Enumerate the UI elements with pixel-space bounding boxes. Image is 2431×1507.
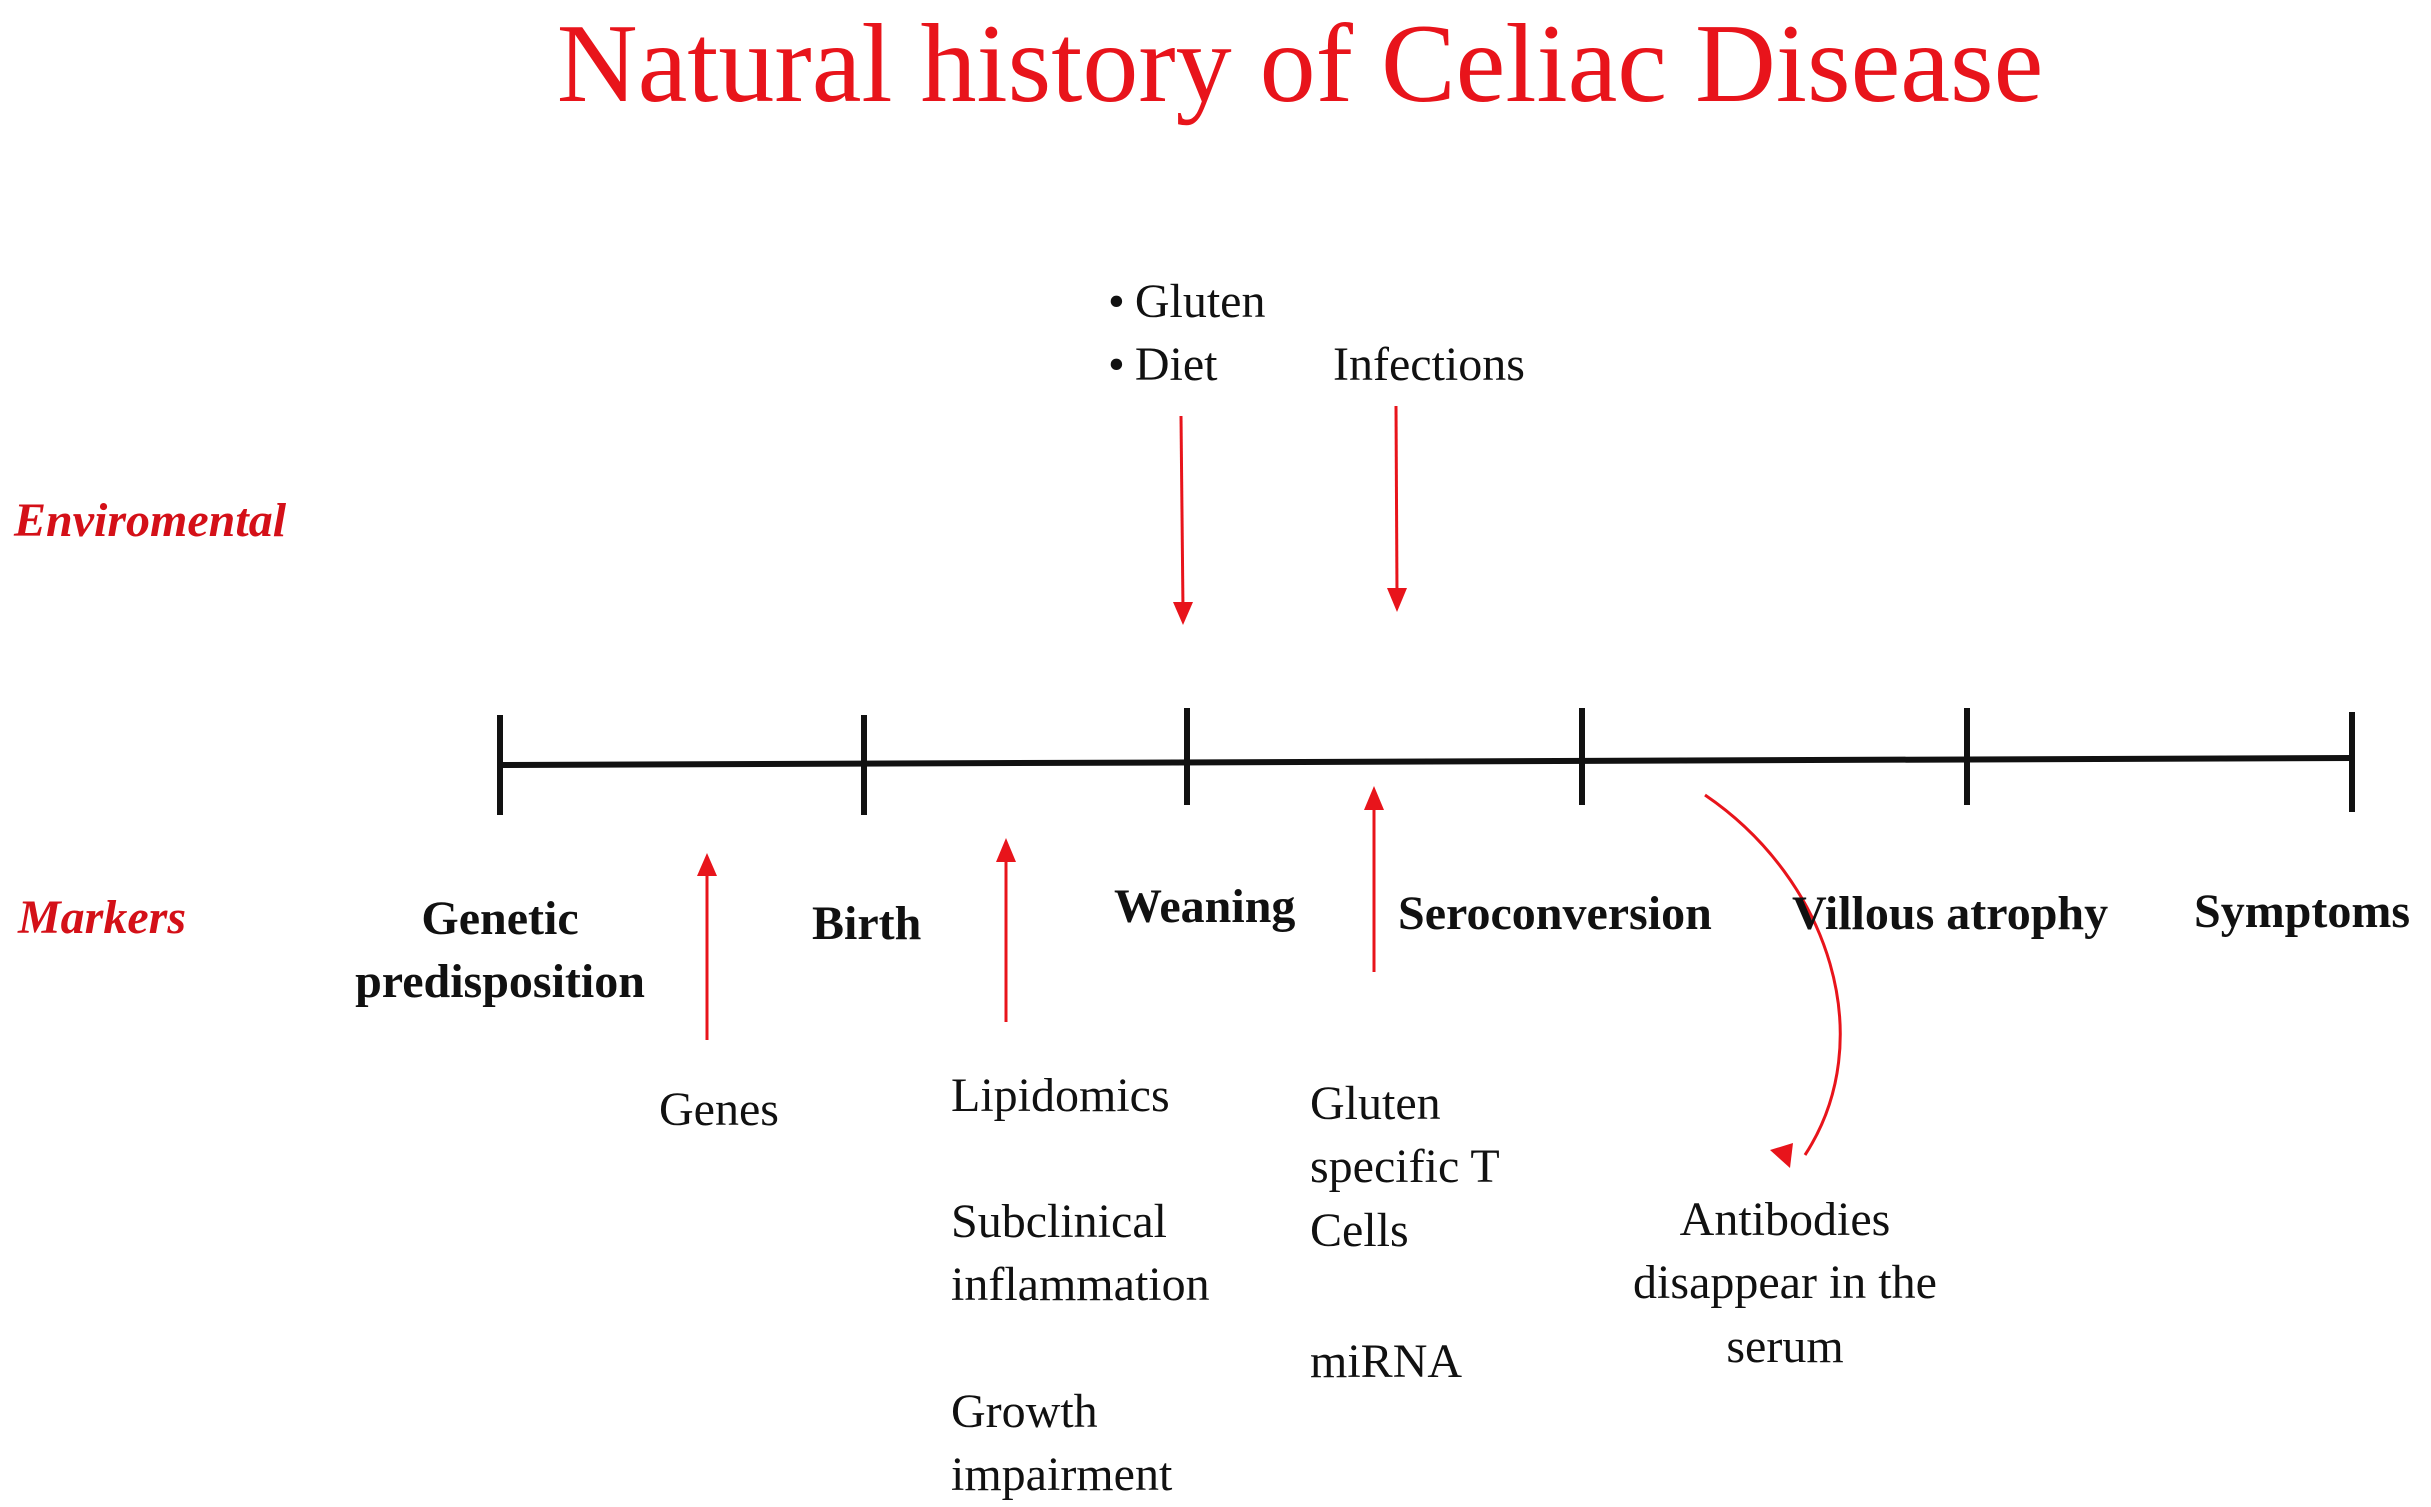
- marker-antibodies-disappear: Antibodies disappear in the serum: [1633, 1193, 1937, 1373]
- marker-genes: Genes: [659, 1083, 779, 1136]
- environmental-infections: Infections: [1333, 338, 1525, 391]
- row-label-markers: Markers: [18, 891, 187, 944]
- marker-mirna: miRNA: [1310, 1335, 1463, 1388]
- stage-seroconversion: Seroconversion: [1398, 887, 1712, 940]
- arrowhead-gluten-diet: [1173, 602, 1193, 625]
- environmental-item-gluten: Gluten: [1108, 270, 1266, 333]
- arrow-antibodies-curve: [1704, 793, 1842, 1156]
- page-title: Natural history of Celiac Disease: [556, 2, 2044, 126]
- arrowhead-antibodies: [1770, 1143, 1793, 1168]
- stage-weaning: Weaning: [1114, 880, 1296, 933]
- arrow-infections: [1394, 405, 1399, 596]
- arrowhead-infections: [1387, 588, 1407, 612]
- marker-subclinical-inflammation: Subclinical inflammation: [951, 1195, 1210, 1312]
- stage-symptoms: Symptoms: [2194, 885, 2411, 938]
- environmental-bullet-list: Gluten Diet: [1108, 270, 1266, 397]
- stage-genetic-predisposition: Genetic predisposition: [355, 892, 645, 1009]
- marker-growth-impairment: Growth impairment: [951, 1385, 1173, 1502]
- arrowhead-t-cells: [1364, 786, 1384, 810]
- timeline-axis: [499, 755, 2353, 768]
- marker-gluten-specific-t-cells: Gluten specific T Cells: [1310, 1077, 1499, 1257]
- arrowhead-genes: [697, 853, 717, 876]
- marker-lipidomics: Lipidomics: [951, 1069, 1170, 1122]
- arrowhead-lipidomics: [996, 838, 1016, 862]
- row-label-environmental: Enviromental: [14, 494, 287, 547]
- environmental-item-diet: Diet: [1108, 333, 1265, 396]
- stage-villous-atrophy: Villous atrophy: [1792, 887, 2109, 940]
- stage-birth: Birth: [812, 897, 922, 950]
- arrow-gluten-diet: [1179, 415, 1185, 611]
